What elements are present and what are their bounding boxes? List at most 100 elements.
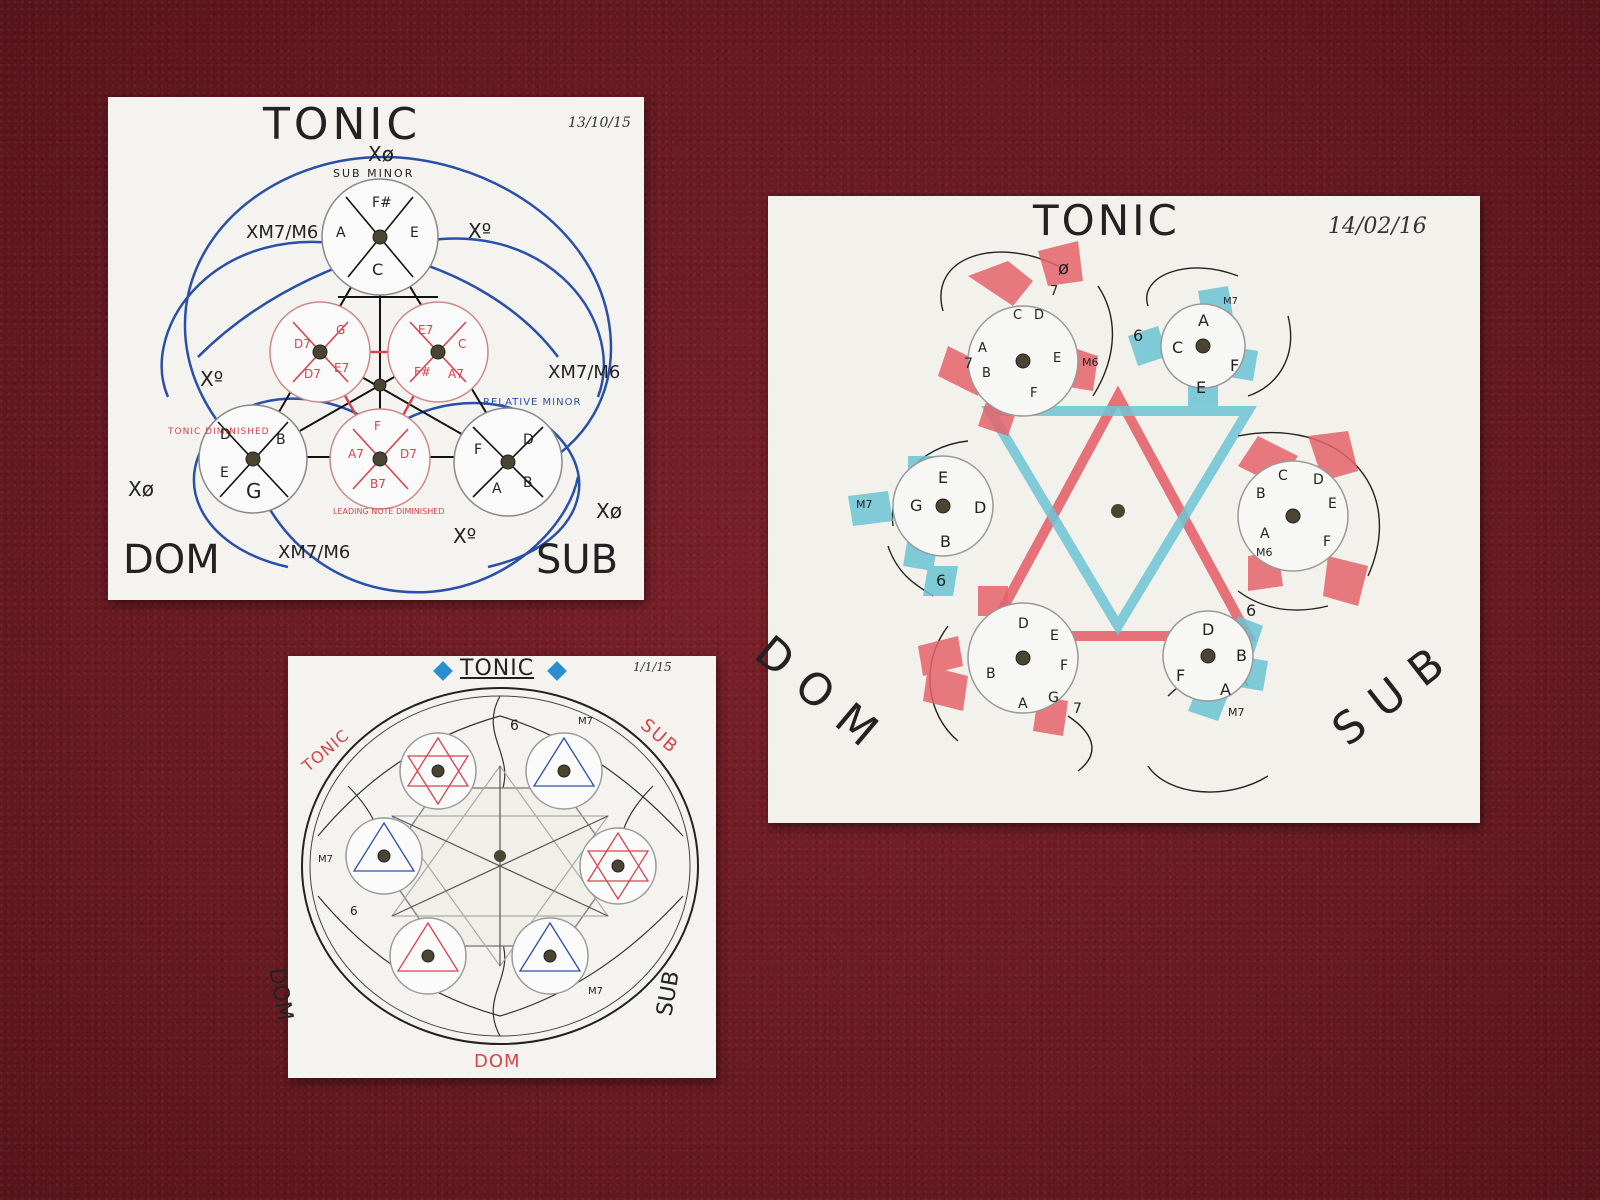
wheel-note: B (1236, 646, 1247, 665)
wheel-note: B (940, 532, 951, 551)
wheel-note: D (523, 432, 534, 448)
arc-tonic-diminished: TONIC DIMINISHED (168, 427, 270, 437)
wheel-note: B (523, 475, 533, 491)
chord-tag: 6 (1246, 601, 1257, 620)
wheel-note: B (276, 432, 286, 448)
label-left-bottom: Xø (128, 477, 154, 501)
card-date: 14/02/16 (1328, 214, 1427, 239)
card-top-left: TONIC 13/10/15 DOM SUB Xø Xº XM7/M6 Xº X… (108, 97, 644, 600)
chord-tag: M7 (1228, 706, 1245, 719)
wheel-note: F# (414, 365, 431, 379)
wheel-note: F (474, 442, 483, 458)
chord-tag: 6 (350, 904, 358, 918)
wheel-note: E (1328, 496, 1337, 512)
wheels-right (848, 241, 1368, 736)
wheel-note: D (1313, 472, 1324, 488)
wheel-note: B (1256, 486, 1266, 502)
wheel-note: B7 (370, 477, 386, 491)
label-left-mid: Xº (200, 367, 224, 391)
wheel-note: E (220, 465, 229, 481)
chord-tag: M7 (588, 986, 603, 997)
wheel-note: B (982, 366, 991, 381)
wheel-note: D7 (294, 337, 311, 351)
card-title: TONIC (1033, 196, 1180, 245)
wheel-note: D (974, 498, 987, 517)
wheel-note: A (492, 481, 502, 497)
label-right-top: Xº (468, 219, 492, 243)
wheel-note: D7 (304, 367, 321, 381)
wheel-note: A (978, 341, 987, 356)
chord-tag: M7 (318, 854, 333, 865)
wheel-note: D (1202, 620, 1215, 639)
wheel-note: G (910, 496, 923, 515)
wheels-bottom-left (345, 732, 657, 995)
card-bottom-left-drawing (301, 661, 699, 1045)
card-right: TONIC 14/02/16 DOM SUB C D E F A B A C E… (745, 196, 1480, 823)
wheel-note: E (1196, 378, 1207, 397)
wheel-note: A (336, 225, 346, 241)
wheel-note: D (1034, 308, 1045, 323)
wheel-note: C (458, 337, 467, 351)
label-bottom-right: Xº (453, 524, 477, 548)
wheel-note: E7 (334, 361, 350, 375)
arc-relative-minor: RELATIVE MINOR (483, 397, 582, 408)
wheels-top-left (198, 178, 563, 517)
wheel-note: G (1048, 690, 1059, 706)
chord-tag: 7 (964, 356, 973, 372)
wheel-note: C (1172, 338, 1184, 357)
wheel-note: F# (372, 195, 392, 211)
wheel-note: F (1060, 658, 1069, 674)
bottom-dom: DOM (474, 1051, 521, 1072)
wheel-note: C (372, 260, 384, 279)
chord-tag: M7 (856, 498, 873, 511)
chord-tag: 6 (1133, 326, 1144, 345)
wheel-note: A (1260, 526, 1270, 542)
wheel-note: E (1053, 351, 1062, 366)
card-right-drawing (848, 241, 1380, 793)
wheel-note: G (336, 323, 346, 337)
wheel-note: E (410, 225, 419, 241)
wheel-note: C (1013, 308, 1023, 323)
card-title: TONIC (263, 99, 422, 150)
corner-dom: DOM (123, 537, 220, 583)
arc-sub-minor: SUB MINOR (333, 167, 415, 180)
chord-tag: ø (1058, 258, 1070, 279)
label-bottom-mid: XM7/M6 (278, 542, 351, 563)
wheel-note: G (246, 479, 262, 503)
wheel-note: F (1176, 666, 1186, 685)
wheel-note: E7 (418, 323, 434, 337)
label-right-mid: XM7/M6 (548, 362, 621, 383)
wheel-note: F (1323, 534, 1332, 550)
wheel-note: E (1050, 628, 1059, 644)
chord-tag: M6 (1082, 356, 1099, 369)
label-top-chord: Xø (368, 142, 394, 166)
chord-tag: M6 (1256, 546, 1273, 559)
label-left-top: XM7/M6 (246, 222, 319, 243)
wheel-note: D7 (400, 447, 417, 461)
chord-tag: M7 (1223, 296, 1238, 307)
chord-tag: 7 (1050, 284, 1059, 299)
wheel-note: A (1198, 311, 1209, 330)
arc-leading-note-diminished: LEADING NOTE DIMINISHED (333, 507, 445, 516)
wheel-note: C (1278, 468, 1288, 484)
card-bottom-left: TONIC 1/1/15 TONIC SUB DOM SUB DOM M7 6 … (263, 656, 716, 1078)
wheel-note: F (374, 419, 381, 433)
chord-tag: 6 (510, 718, 519, 734)
wheel-note: E (938, 468, 949, 487)
wheel-note: A7 (348, 447, 364, 461)
wheel-note: A (1018, 696, 1028, 712)
chord-tag: 6 (936, 571, 947, 590)
wheel-note: A7 (448, 367, 464, 381)
card-title: TONIC (460, 656, 535, 681)
card-top-left-drawing (160, 155, 613, 594)
wheel-note: A (1220, 680, 1231, 699)
chord-tag: 7 (1073, 701, 1082, 717)
label-right-bottom: Xø (596, 499, 622, 523)
wheel-note: F (1030, 386, 1038, 401)
wheel-note: D (1018, 616, 1029, 632)
card-date: 1/1/15 (633, 660, 672, 674)
wheel-note: B (986, 666, 996, 682)
card-date: 13/10/15 (568, 115, 631, 131)
corner-sub: SUB (536, 537, 619, 583)
wheel-note: F (1230, 356, 1240, 375)
